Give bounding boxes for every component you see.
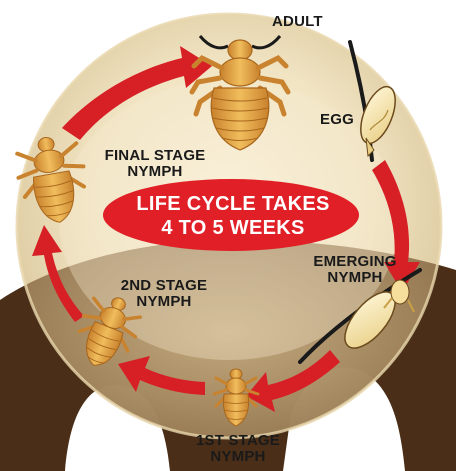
label-final-line2: NYMPH	[92, 164, 218, 180]
label-second-stage-nymph: 2ND STAGE NYMPH	[112, 278, 216, 310]
label-emerging-line1: EMERGING	[296, 254, 414, 270]
label-emerging-line2: NYMPH	[296, 270, 414, 286]
center-caption: LIFE CYCLE TAKES 4 TO 5 WEEKS	[108, 192, 358, 240]
label-emerging-nymph: EMERGING NYMPH	[296, 254, 414, 286]
label-first-line2: NYMPH	[186, 449, 290, 465]
label-second-line1: 2ND STAGE	[112, 278, 216, 294]
label-adult-line1: ADULT	[272, 13, 323, 30]
label-first-line1: 1ST STAGE	[186, 433, 290, 449]
label-final-line1: FINAL STAGE	[92, 148, 218, 164]
label-final-stage-nymph: FINAL STAGE NYMPH	[92, 148, 218, 180]
label-first-stage-nymph: 1ST STAGE NYMPH	[186, 433, 290, 465]
label-egg-line1: EGG	[320, 111, 354, 128]
label-second-line2: NYMPH	[112, 294, 216, 310]
center-caption-line1: LIFE CYCLE TAKES	[108, 192, 358, 216]
label-adult: ADULT	[272, 14, 323, 30]
center-caption-line2: 4 TO 5 WEEKS	[108, 216, 358, 240]
label-egg: EGG	[320, 112, 354, 128]
